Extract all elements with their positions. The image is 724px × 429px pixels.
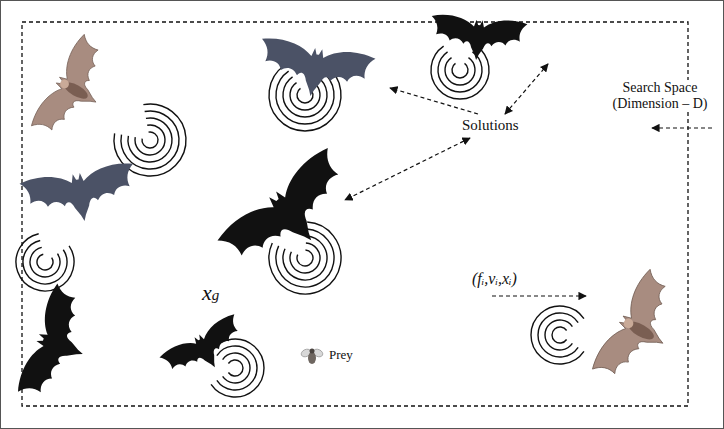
sonar-arc <box>142 132 158 148</box>
sonar-arc <box>552 327 567 343</box>
sonar-arc <box>538 313 578 357</box>
dashed-arrow <box>505 64 548 114</box>
sonar-arc <box>276 229 334 287</box>
sonar-arc <box>445 58 475 85</box>
solutions-label: Solutions <box>460 117 521 134</box>
sonar-waves <box>16 46 584 397</box>
bat-silhouette <box>590 268 691 393</box>
bat-silhouette <box>29 33 122 148</box>
sonar-arc <box>128 118 172 162</box>
sonar-arc <box>217 346 257 390</box>
bat-silhouette <box>254 36 376 106</box>
prey-fly <box>300 348 324 364</box>
sonar-arc <box>452 63 468 78</box>
bat-silhouette <box>428 14 527 64</box>
dashed-arrow <box>492 295 586 296</box>
bat-silhouette <box>16 283 103 409</box>
sonar-arc <box>223 353 250 383</box>
sonar-arc <box>23 241 67 284</box>
sonar-arc <box>135 125 165 155</box>
bat-silhouette <box>19 161 141 231</box>
sonar-arc <box>283 77 327 117</box>
sonar-arc <box>545 320 572 350</box>
sonar-arc <box>37 254 53 270</box>
dashed-arrow <box>390 88 478 114</box>
sonar-arc <box>16 234 74 291</box>
dashed-arrow <box>345 138 470 200</box>
prey-label: Prey <box>327 348 355 363</box>
search-space-label: Search Space (Dimension – D) <box>604 80 716 112</box>
bat-group <box>16 14 692 408</box>
sonar-arc <box>228 360 243 376</box>
bat-silhouette <box>215 146 366 287</box>
dashed-arrow <box>652 127 712 128</box>
bat-silhouette <box>158 313 252 389</box>
sonar-arc <box>283 236 327 280</box>
sonar-arc <box>438 52 482 92</box>
sonar-arc <box>276 71 334 124</box>
bat-state-label: (fᵢ,vᵢ,xᵢ) <box>470 270 519 288</box>
global-best-label: xg <box>200 280 221 305</box>
sonar-arc <box>290 243 320 273</box>
sonar-arc <box>30 247 60 277</box>
sonar-arc <box>297 250 313 266</box>
sonar-arc <box>531 306 584 364</box>
sonar-arc <box>431 46 489 99</box>
sonar-arc <box>121 111 179 169</box>
search-space-border <box>22 22 688 406</box>
